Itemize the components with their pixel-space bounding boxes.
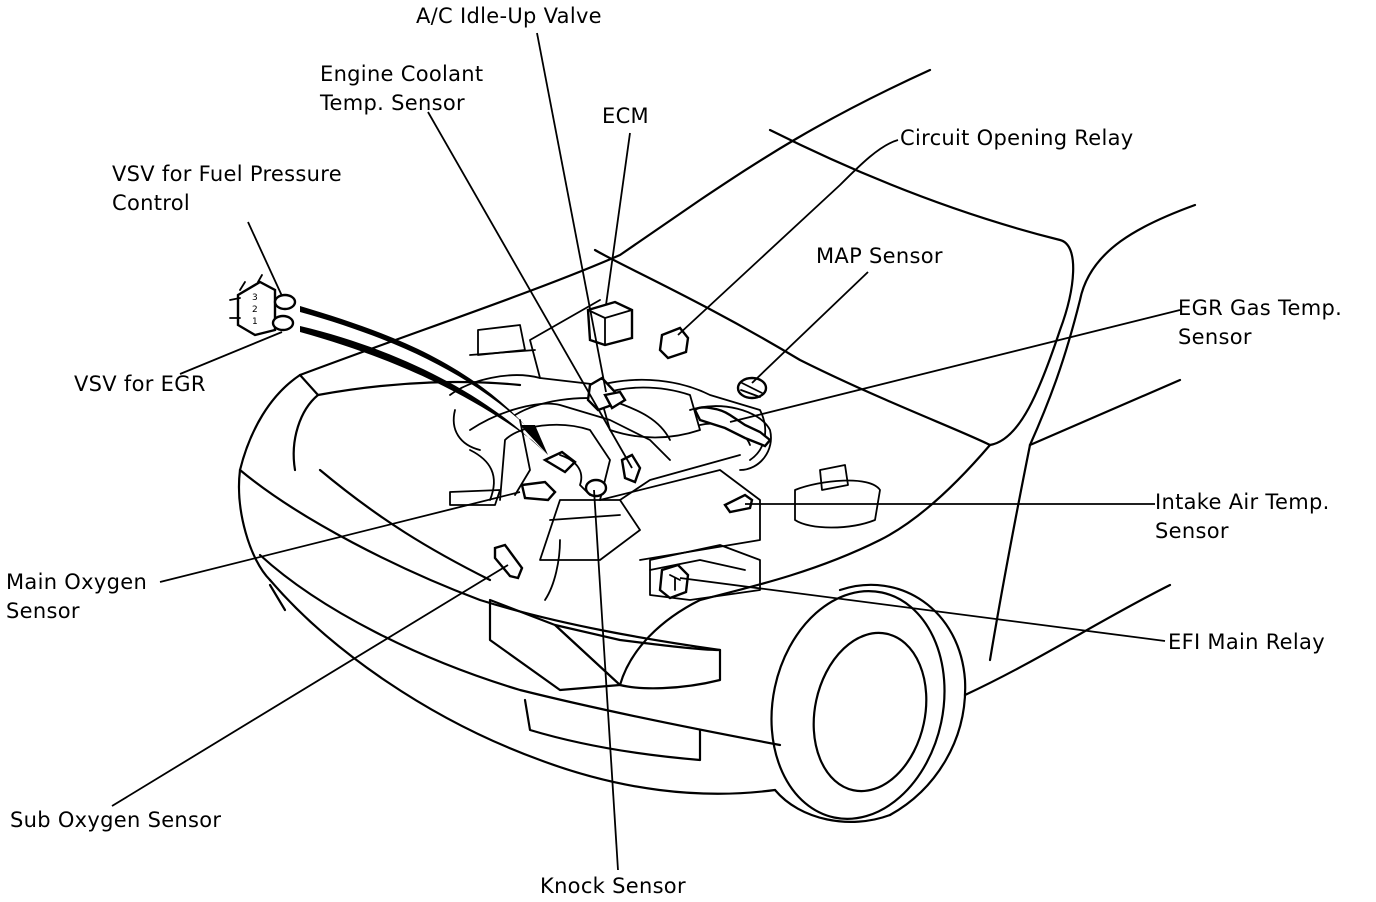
circuit-opening-relay-part: [658, 326, 690, 360]
car-body-outline: [238, 68, 1197, 823]
vsv-location-arrows: [300, 306, 548, 455]
label-vsv-fuel-pressure-control: VSV for Fuel Pressure Control: [112, 162, 342, 215]
efi-main-relay-part: [658, 563, 690, 600]
main-oxygen-sensor-part: [520, 450, 591, 502]
label-circuit-opening-relay: Circuit Opening Relay: [900, 126, 1134, 150]
label-vsv-for-egr: VSV for EGR: [74, 372, 206, 396]
engine-coolant-temp-sensor-part: [620, 453, 642, 484]
egr-gas-temp-sensor-part: [693, 406, 772, 448]
svg-text:2: 2: [252, 305, 258, 315]
label-knock-sensor: Knock Sensor: [540, 874, 686, 898]
label-sub-oxygen-sensor: Sub Oxygen Sensor: [10, 808, 222, 832]
label-map-sensor: MAP Sensor: [816, 244, 943, 268]
label-intake-air-temp-sensor: Intake Air Temp. Sensor: [1155, 490, 1330, 543]
label-main-oxygen-sensor: Main Oxygen Sensor: [6, 570, 148, 623]
sub-oxygen-sensor-part: [493, 543, 524, 580]
ac-idle-up-valve-part: [586, 376, 627, 412]
vsv-detail-part: 3 2 1: [229, 274, 297, 337]
label-ac-idle-up-valve: A/C Idle-Up Valve: [416, 4, 602, 28]
label-ecm: ECM: [602, 104, 649, 128]
label-efi-main-relay: EFI Main Relay: [1168, 630, 1325, 654]
label-engine-coolant-temp-sensor: Engine Coolant Temp. Sensor: [320, 62, 484, 115]
leader-lines: [111, 32, 1181, 871]
map-sensor-part: [736, 376, 768, 400]
label-egr-gas-temp-sensor: EGR Gas Temp. Sensor: [1178, 296, 1343, 349]
ecm-part: [586, 300, 634, 347]
knock-sensor-part: [584, 478, 608, 498]
svg-text:1: 1: [252, 317, 258, 327]
svg-text:3: 3: [252, 293, 258, 303]
